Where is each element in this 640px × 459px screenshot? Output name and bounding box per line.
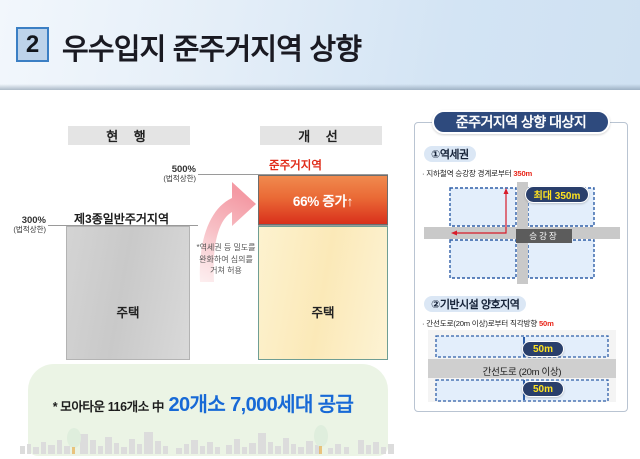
current-section-header: 현 행 xyxy=(68,126,190,145)
zone-label-improved: 준주거지역 xyxy=(269,160,322,172)
bar-increase: 66% 증가↑ xyxy=(258,175,388,225)
bar-current-housing: 주택 xyxy=(66,226,190,360)
bar-improved-housing: 주택 xyxy=(258,226,388,360)
arterial-road-label: 간선도로 (20m 이상) xyxy=(482,366,562,378)
limit-500-line xyxy=(198,174,388,175)
improved-section-header: 개 선 xyxy=(260,126,382,145)
supply-caption: * 모아타운 116개소 中 20개소 7,000세대 공급 xyxy=(0,388,406,417)
caption-highlight: 20개소 7,000세대 공급 xyxy=(168,394,354,416)
max-distance-badge: 최대 350m xyxy=(525,186,589,203)
city-skyline xyxy=(18,420,398,454)
caption-prefix: * 모아타운 116개소 中 xyxy=(52,400,165,414)
page-title: 우수입지 준주거지역 상향 xyxy=(62,34,362,66)
section2-bullet: · 간선도로(20m 이상)로부터 직각방향 50m xyxy=(422,319,554,328)
section2-distance: 50m xyxy=(539,319,554,328)
section1-distance: 350m xyxy=(513,169,533,178)
section1-pill: ①역세권 xyxy=(424,146,476,162)
comparison-chart: 현 행 개 선 500% (법적상한) 300% (법적상한) 제3종일반주거지… xyxy=(0,92,406,456)
limit-500-label: 500% (법적상한) xyxy=(163,164,196,183)
distance-badge-top: 50m xyxy=(522,341,564,357)
increase-label: 66% 증가↑ xyxy=(292,194,354,209)
density-relax-note: *역세권 등 밀도를 완화하여 심의를 거쳐 허용 xyxy=(196,243,256,276)
limit-300-label: 300% (법적상한) xyxy=(13,215,46,234)
limit-300-line xyxy=(48,225,198,226)
limit-300-line-right xyxy=(258,225,388,226)
panel-title: 준주거지역 상향 대상지 xyxy=(432,110,610,134)
bar-improved-label: 주택 xyxy=(311,306,335,320)
slide-header: 2 우수입지 준주거지역 상향 xyxy=(0,0,640,90)
platform-label: 승강장 xyxy=(516,229,572,243)
bar-current-label: 주택 xyxy=(116,306,140,320)
growth-arrow xyxy=(192,174,262,284)
section1-bullet: · 지하철역 승강장 경계로부터 350m xyxy=(422,169,533,178)
section-number-badge: 2 xyxy=(16,27,49,62)
distance-badge-bottom: 50m xyxy=(522,381,564,397)
zone-label-current: 제3종일반주거지역 xyxy=(74,212,169,226)
section2-pill: ②기반시설 양호지역 xyxy=(424,296,527,312)
